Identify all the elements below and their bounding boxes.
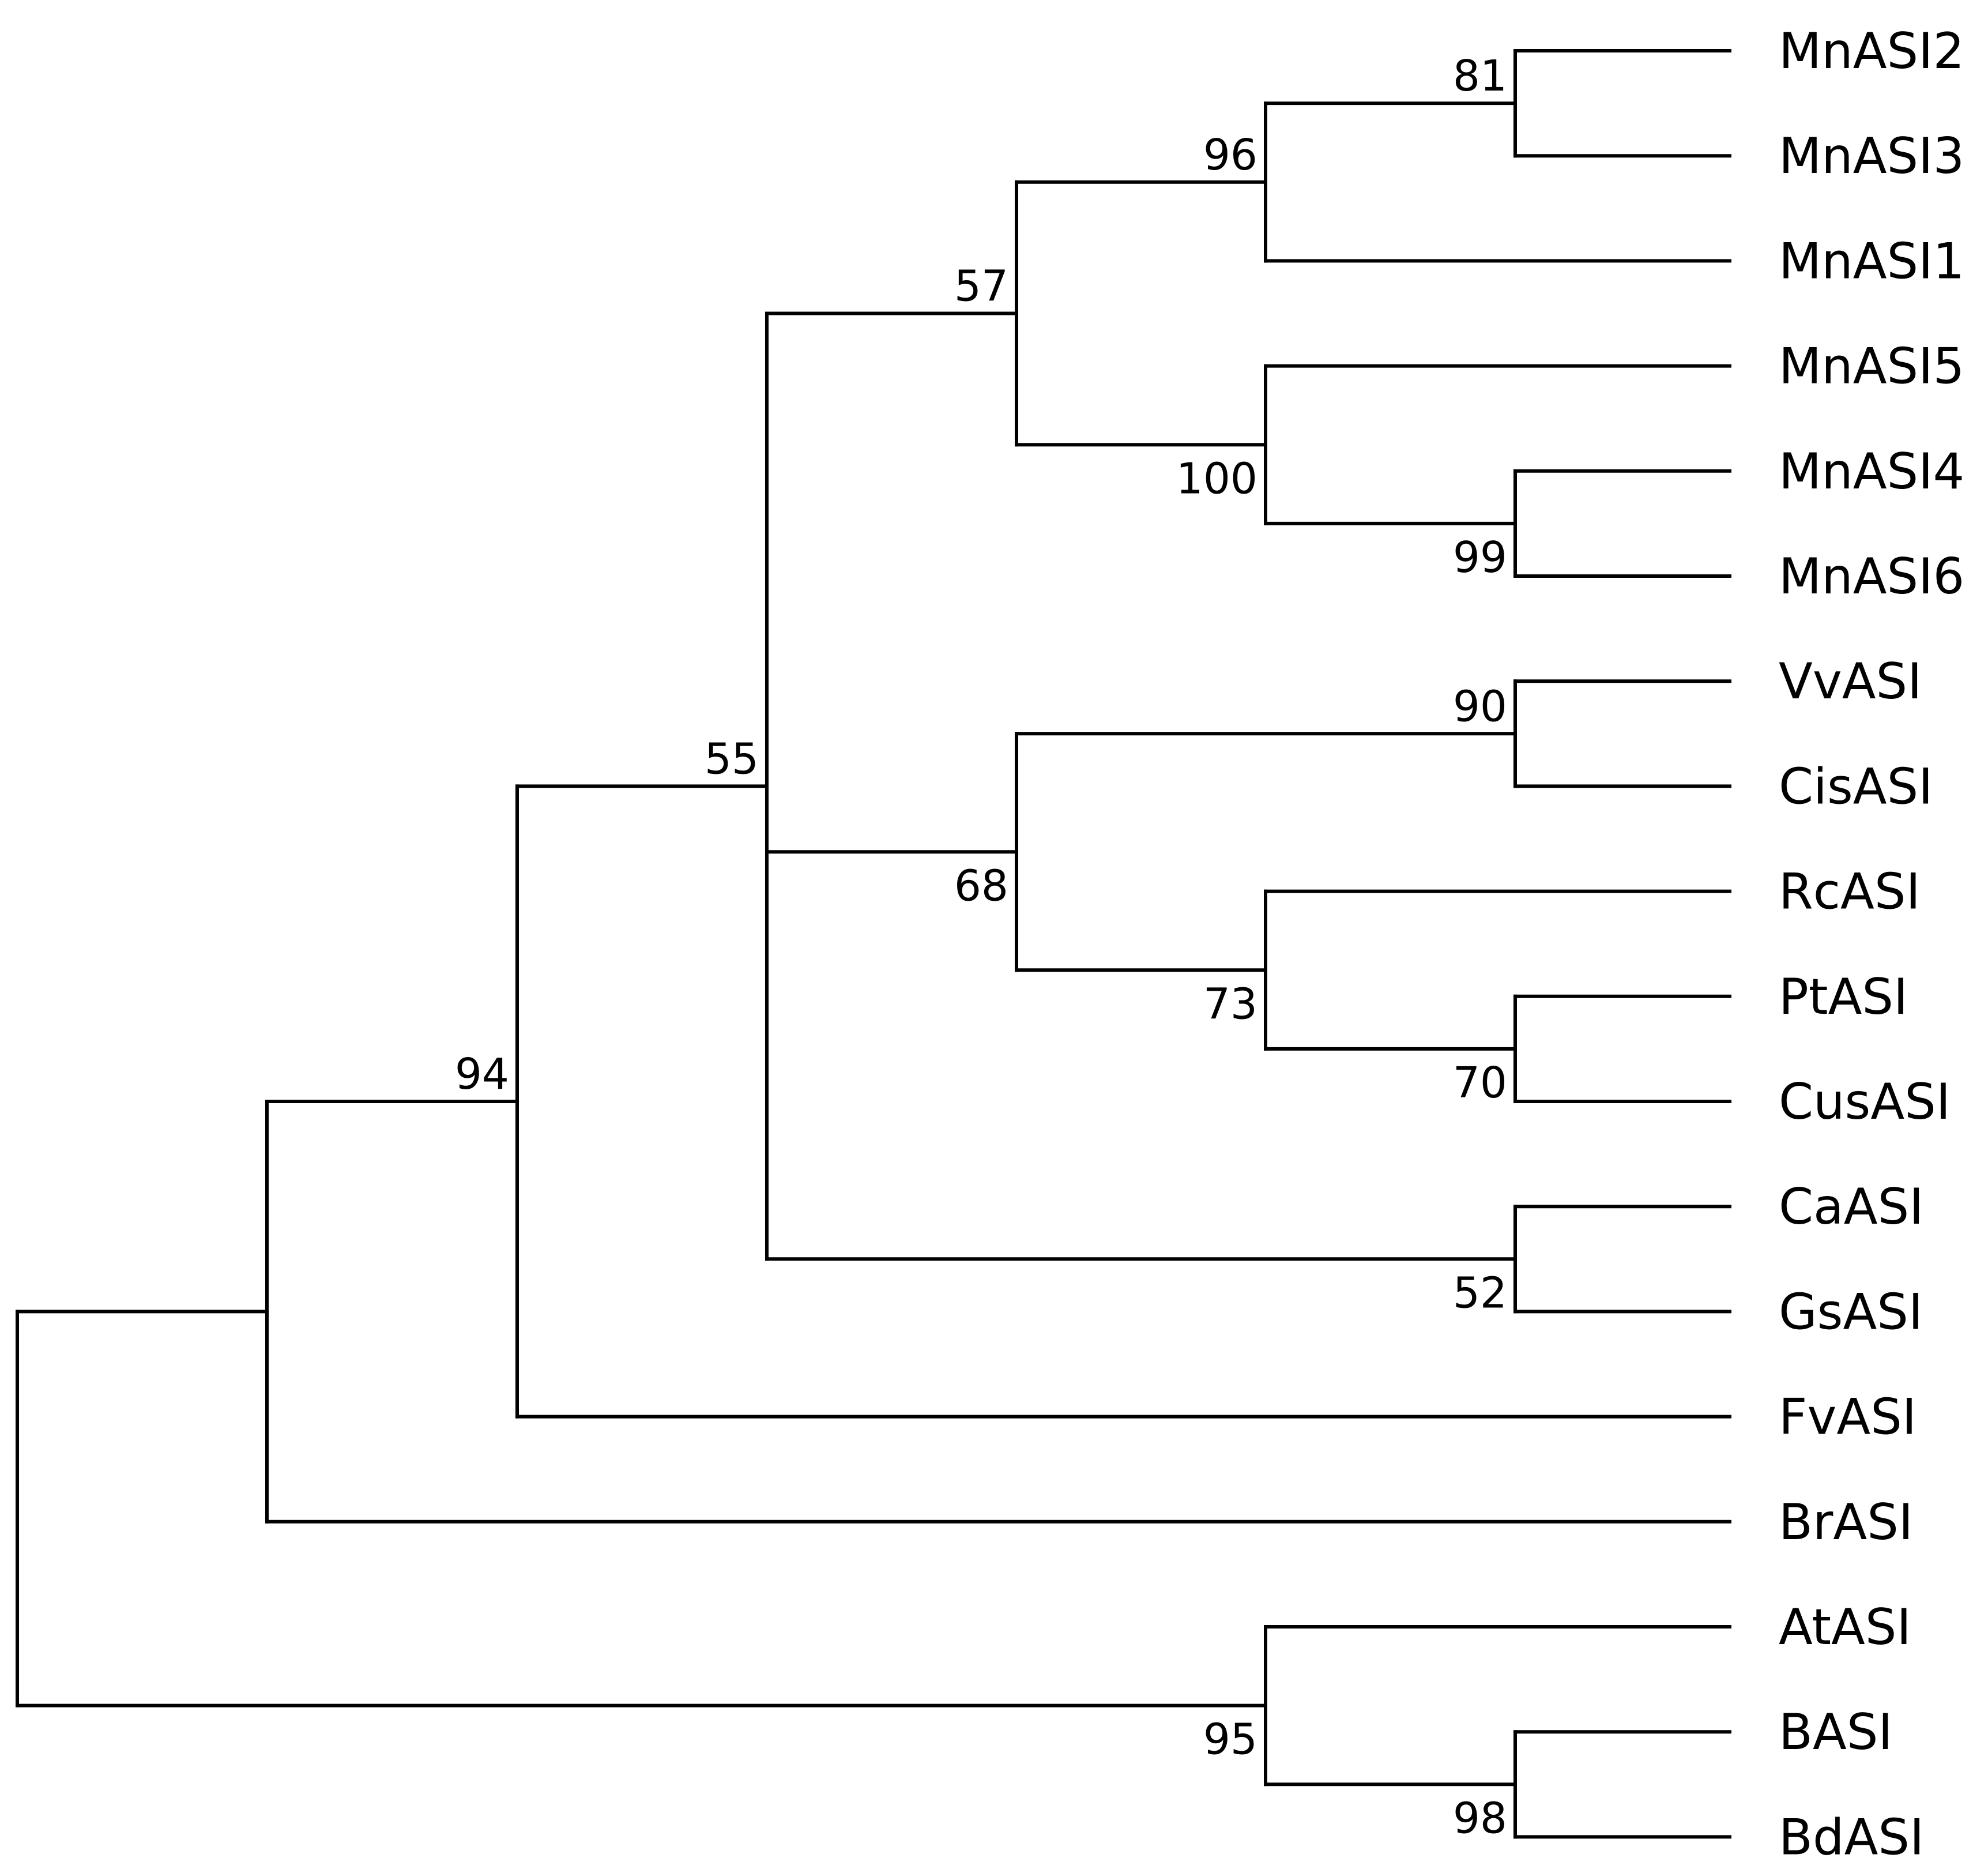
support-value-c_mn546: 100 (1176, 454, 1257, 503)
taxon-label-BrASI: BrASI (1779, 1494, 1913, 1551)
taxon-label-MnASI1: MnASI1 (1779, 232, 1964, 290)
taxon-label-MnASI2: MnASI2 (1779, 22, 1964, 80)
taxon-label-CaASI: CaASI (1779, 1178, 1924, 1236)
support-value-c_95: 95 (1203, 1715, 1257, 1765)
taxon-labels: MnASI2MnASI3MnASI1MnASI5MnASI4MnASI6VvAS… (1779, 22, 1964, 1866)
taxon-label-VvASI: VvASI (1779, 653, 1922, 710)
taxon-label-BdASI: BdASI (1779, 1808, 1924, 1866)
taxon-label-GsASI: GsASI (1779, 1283, 1923, 1341)
taxon-label-CisASI: CisASI (1779, 758, 1933, 815)
taxon-label-FvASI: FvASI (1779, 1389, 1917, 1446)
support-value-c_vv_cis: 90 (1453, 682, 1507, 731)
support-value-c_4_6: 99 (1453, 533, 1507, 582)
taxon-label-RcASI: RcASI (1779, 863, 1921, 921)
support-value-c_mn_all: 57 (954, 262, 1008, 311)
support-value-c_2_3: 81 (1453, 51, 1507, 101)
tree-branches (16, 49, 1731, 1839)
support-value-c_68: 68 (954, 861, 1008, 911)
taxon-label-MnASI5: MnASI5 (1779, 338, 1964, 396)
support-value-c_b_bd: 98 (1453, 1793, 1507, 1843)
taxon-label-MnASI3: MnASI3 (1779, 127, 1964, 185)
support-values: 81 96 99 100 57 90 70 73 68 52 55 94 98 95 (455, 51, 1507, 1843)
taxon-label-MnASI6: MnASI6 (1779, 548, 1964, 605)
taxon-label-BASI: BASI (1779, 1703, 1893, 1761)
support-value-c_55: 55 (705, 734, 759, 784)
support-value-c_rc_pt: 73 (1203, 979, 1257, 1029)
taxon-label-CusASI: CusASI (1779, 1073, 1951, 1131)
taxon-label-PtASI: PtASI (1779, 968, 1908, 1026)
taxon-label-MnASI4: MnASI4 (1779, 443, 1964, 501)
taxon-label-AtASI: AtASI (1779, 1599, 1911, 1656)
support-value-c_mn123: 96 (1203, 130, 1257, 180)
support-value-c_94: 94 (455, 1050, 509, 1099)
support-value-c_pt_cus: 70 (1453, 1058, 1507, 1108)
support-value-c_ca_gs: 52 (1453, 1268, 1507, 1318)
